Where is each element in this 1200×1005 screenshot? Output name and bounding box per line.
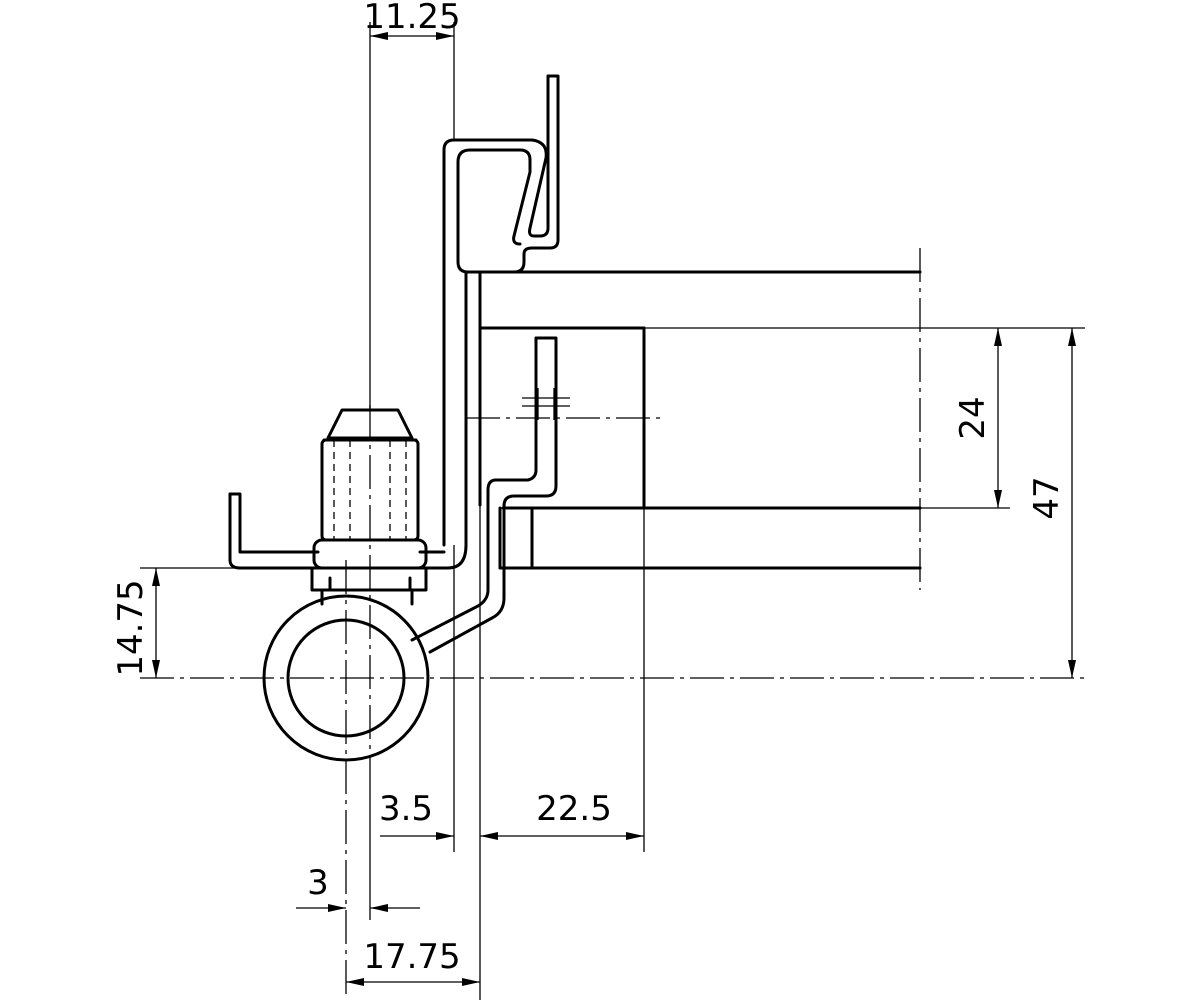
hinge-body [228,74,922,762]
hinge-arm [410,336,558,654]
dim-inner-height: 24 [953,396,993,439]
dim-pin-offset: 14.75 [111,579,151,676]
frame-block [478,270,922,570]
dim-overall-width: 17.75 [363,937,460,977]
side-bracket [228,492,468,570]
dim-outer-height: 47 [1027,476,1067,519]
dimension-lines [140,22,1085,1000]
adjustment-screw [310,408,428,606]
clip-profile [442,74,560,547]
dim-leaf-depth: 22.5 [536,789,612,829]
dim-thickness: 3 [307,863,329,903]
dim-gap: 3.5 [379,789,433,829]
center-lines [140,248,1085,1000]
dim-top-width: 11.25 [363,0,460,37]
